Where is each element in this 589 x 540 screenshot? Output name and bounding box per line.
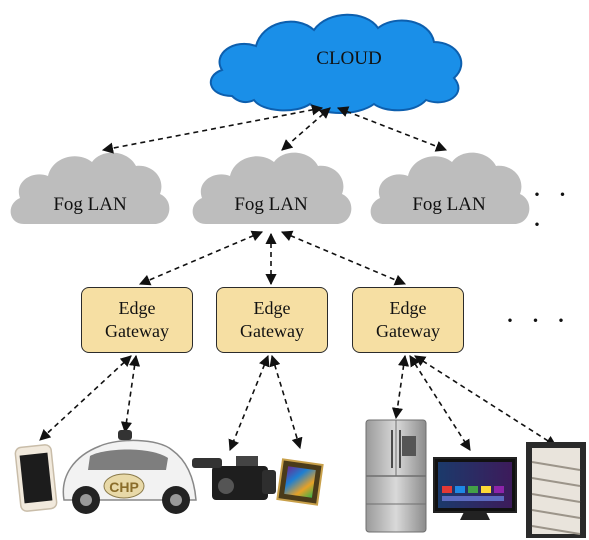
cloud-label: CLOUD [316,48,381,69]
connections [39,104,557,452]
window-blinds-icon [526,442,586,538]
gateway-label-line2: Gateway [240,321,304,341]
link-gw3-fridge [391,354,410,420]
fog-lan-2: Fog LAN [192,152,352,224]
gateway-label-line1: Edge [389,298,427,318]
fog-lan-label: Fog LAN [53,194,127,215]
smartphone-icon [14,444,58,512]
fog-ellipsis: · · · [532,178,572,241]
edge-gateway-1: Edge Gateway [81,287,193,353]
link-gw1-phone [39,355,132,441]
refrigerator-icon [365,419,427,533]
gateway-label-line2: Gateway [376,321,440,341]
link-cloud-fog-3 [336,106,448,152]
link-gw2-chip [269,354,303,450]
link-fog-gateway-1 [138,230,264,286]
cloud-node: CLOUD [209,13,463,114]
link-gw3-blinds [414,355,557,447]
gateway-label-line2: Gateway [105,321,169,341]
edge-gateway-2: Edge Gateway [216,287,328,353]
fog-lan-3: Fog LAN [370,152,530,224]
gateway-ellipsis: · · · [505,304,570,337]
edge-gateway-3: Edge Gateway [352,287,464,353]
gateway-label-line1: Edge [253,298,291,318]
fog-cloud-shape [10,152,170,224]
fog-lan-label: Fog LAN [234,194,308,215]
fog-lan-1: Fog LAN [10,152,170,224]
fog-cloud-shape [370,152,530,224]
processor-chip-icon [276,458,324,506]
video-camera-icon [192,456,276,500]
car-badge-text: CHP [109,479,139,495]
fog-lan-label: Fog LAN [412,194,486,215]
gateway-label-line1: Edge [118,298,156,318]
smart-tv-icon [433,457,517,520]
link-fog-gateway-3 [280,230,407,286]
link-gw1-car [120,354,141,434]
self-driving-car-icon: CHP [62,430,197,514]
link-gw2-camera [228,354,270,452]
cloud-shape [209,13,463,114]
link-cloud-fog-2 [281,107,331,151]
fog-cloud-shape [192,152,352,224]
